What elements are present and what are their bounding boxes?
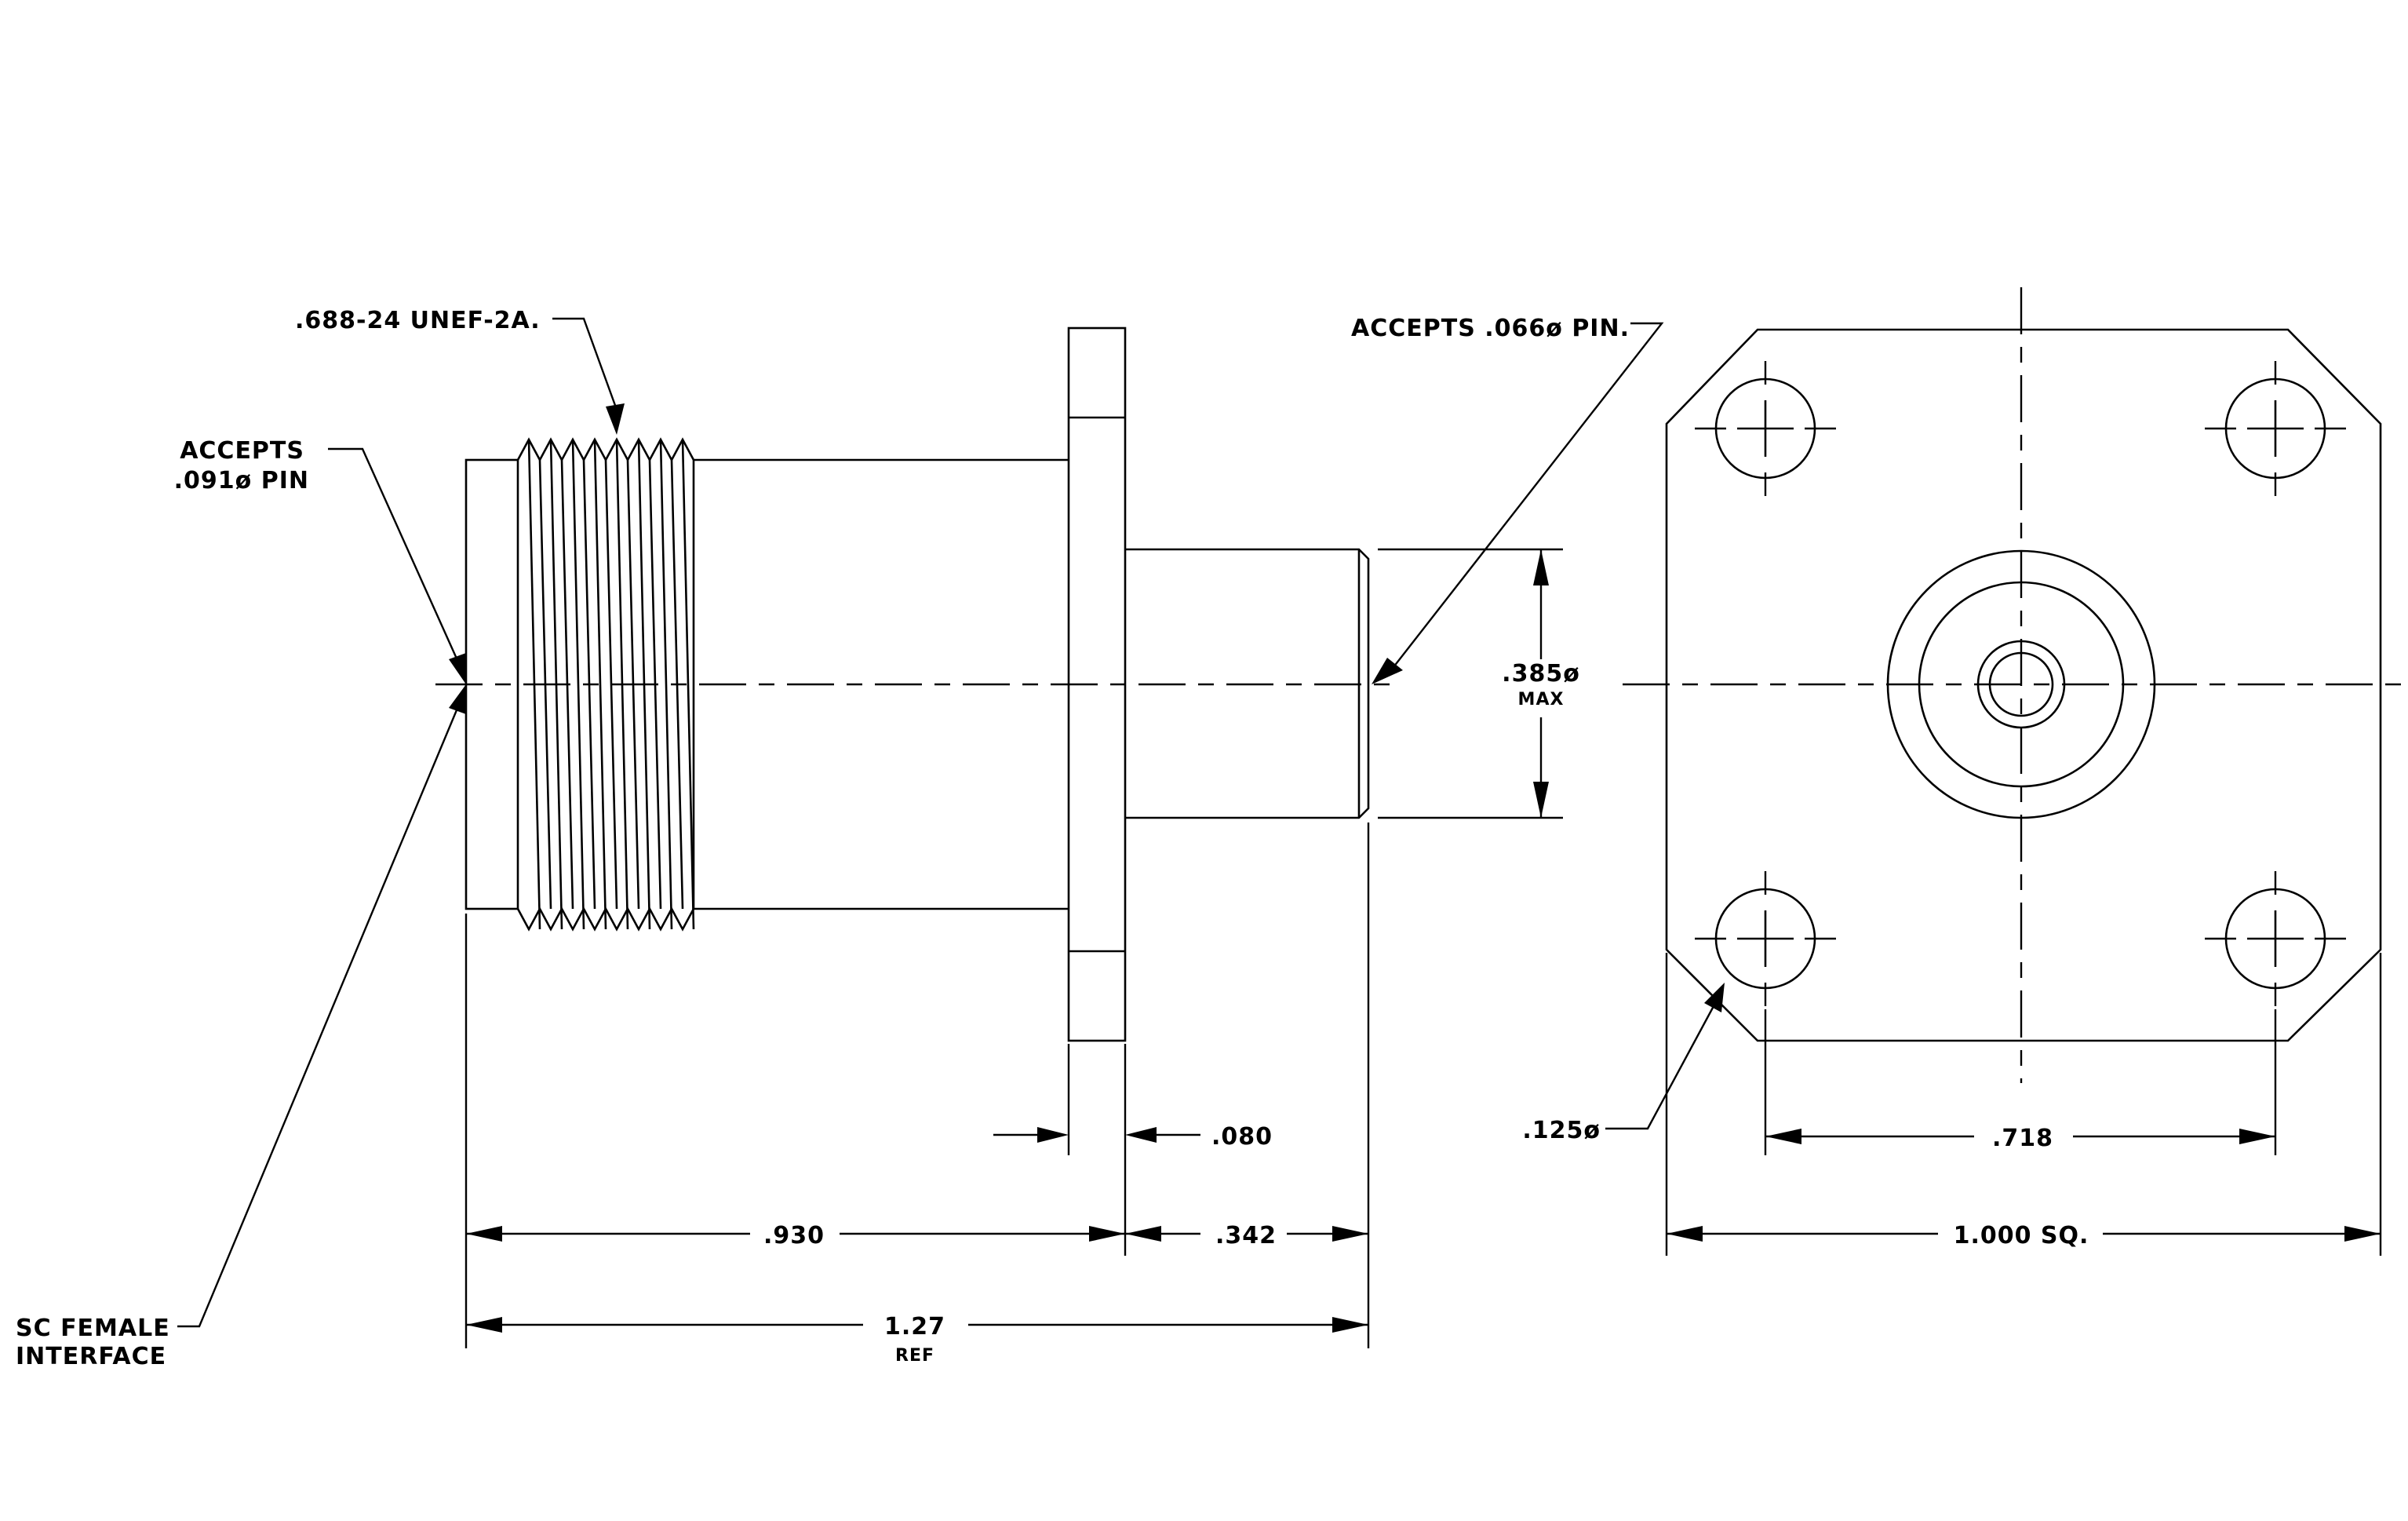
accepts-091-label-2: .091ø PIN [174,467,309,494]
front-view [1623,287,2408,1083]
accepts-091-label-1: ACCEPTS [180,437,304,465]
mounting-hole-tl [1695,361,1836,496]
dim-flange-square: 1.000 SQ. [1954,1222,2089,1249]
dimension-lines [466,549,2381,1333]
dim-overall-length: 1.27 [884,1313,945,1340]
dim-pin-dia-note: MAX [1518,690,1565,709]
thread-top-zigzag [516,437,695,462]
dimension-text: .080 .930 .342 1.27 REF .385ø MAX .718 1… [763,660,2089,1366]
mounting-hole-bl [1695,871,1836,1006]
dim-body-length: .930 [763,1222,825,1249]
mounting-hole-br [2205,871,2346,1006]
callout-text: .688-24 UNEF-2A. ACCEPTS .091ø PIN ACCEP… [16,307,1630,1370]
hole-dia-label: .125ø [1522,1117,1601,1144]
dim-overall-length-note: REF [895,1346,934,1366]
accepts-066-label: ACCEPTS .066ø PIN. [1351,315,1630,342]
thread-spec-label: .688-24 UNEF-2A. [295,307,541,334]
dim-pin-length: .342 [1215,1222,1277,1249]
interface-label-1: SC FEMALE [16,1315,170,1342]
leaders [177,317,1725,1328]
dim-hole-spacing: .718 [1992,1125,2053,1152]
extension-lines [464,548,2382,1348]
side-view [435,326,1401,1042]
flange-outline [1665,328,2382,1042]
mounting-hole-tr [2205,361,2346,496]
interface-label-2: INTERFACE [16,1343,166,1370]
dim-flange-thickness: .080 [1211,1123,1273,1151]
dim-pin-dia: .385ø [1502,660,1580,688]
